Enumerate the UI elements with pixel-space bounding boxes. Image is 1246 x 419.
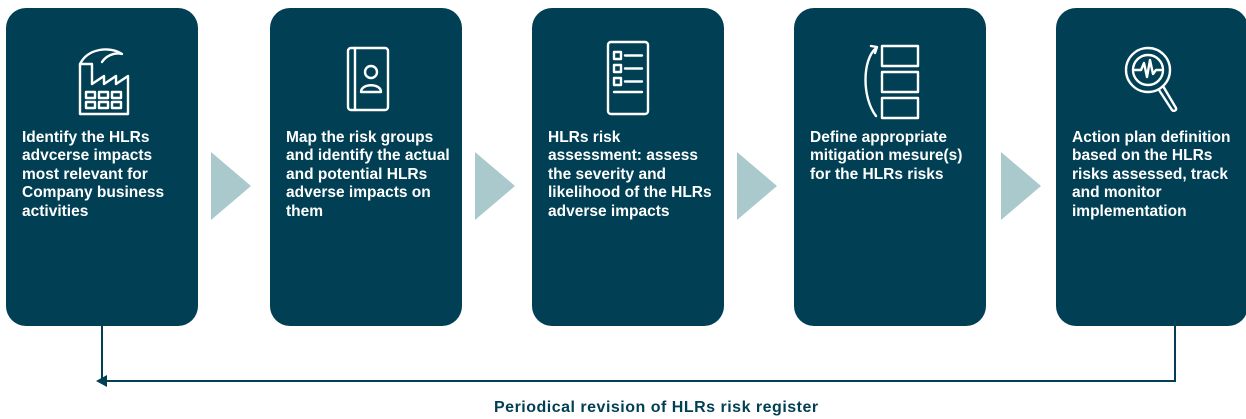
step-label-3: HLRs risk assessment: assess the severit… [548,129,712,220]
step-label-4: Define appropriate mitigation mesure(s) … [810,129,963,183]
contact-book-icon [330,34,402,124]
step-card-5: Action plan definition based on the HLRs… [1056,8,1246,326]
step-card-3: HLRs risk assessment: assess the severit… [532,8,724,326]
step-card-2: Map the risk groups and identify the act… [270,8,462,326]
step-label-2: Map the risk groups and identify the act… [286,129,450,220]
step-label-5: Action plan definition based on the HLRs… [1072,129,1231,220]
flow-arrow-2 [475,152,515,220]
cycle-list-icon [854,34,926,124]
step-card-1: Identify the HLRs advcerse impacts most … [6,8,198,326]
factory-icon [66,34,138,124]
step-card-4: Define appropriate mitigation mesure(s) … [794,8,986,326]
flow-arrow-4 [1001,152,1041,220]
checklist-document-icon [592,34,664,124]
step-label-1: Identify the HLRs advcerse impacts most … [22,129,165,220]
loop-caption: Periodical revision of HLRs risk registe… [494,399,819,416]
magnifier-pulse-icon [1116,34,1188,124]
flow-arrow-3 [737,152,777,220]
flow-arrow-1 [211,152,251,220]
